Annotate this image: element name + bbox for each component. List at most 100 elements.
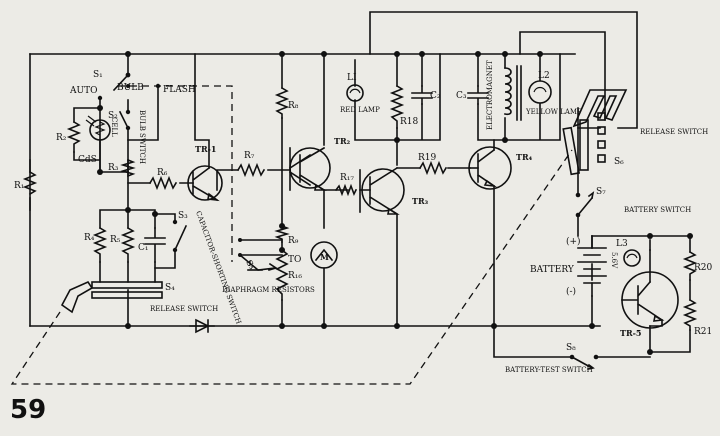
label-r18: R18 xyxy=(400,117,419,127)
top-loop-wire xyxy=(369,11,638,129)
label-r21: R21 xyxy=(694,327,712,337)
label-r16: R₁₆ xyxy=(288,271,302,281)
r17-resistor xyxy=(334,183,358,197)
inner-loop-wire xyxy=(519,31,606,121)
r6-resistor xyxy=(148,175,178,191)
label-s8: S₈ xyxy=(566,343,576,353)
tr1-transistor xyxy=(187,165,223,202)
label-c1: C₁ xyxy=(138,243,149,253)
tr4-transistor xyxy=(468,146,512,190)
capacitors xyxy=(144,85,489,263)
label-bulb: BULB xyxy=(117,83,144,93)
r4-resistor xyxy=(92,226,108,263)
r1-resistor xyxy=(22,170,38,196)
r7-resistor xyxy=(236,162,266,178)
label-tr1: TR-1 xyxy=(195,144,217,154)
tr5-transistor xyxy=(621,249,679,329)
s3-switch[interactable] xyxy=(172,219,188,253)
s8-battery-test-switch[interactable] xyxy=(569,354,599,370)
m-logo-icon xyxy=(572,89,628,128)
r5-resistor xyxy=(120,226,136,263)
label-tr2: TR₂ xyxy=(334,136,351,146)
wiring xyxy=(29,11,691,358)
label-flash: FLASH xyxy=(163,85,196,95)
label-s3: S₃ xyxy=(178,211,188,221)
label-r5: R₅ xyxy=(110,235,121,245)
s7-battery-switch[interactable] xyxy=(575,191,595,218)
battery xyxy=(577,235,607,297)
r16-resistor xyxy=(275,248,289,301)
r21-resistor xyxy=(682,298,698,331)
label-release-switch-right: RELEASE SWITCH xyxy=(640,128,708,136)
label-voltage: 5.6V xyxy=(610,252,618,269)
c1-capacitor xyxy=(144,227,166,263)
label-c2: C₂ xyxy=(430,91,441,101)
label-s4: S₄ xyxy=(165,283,175,293)
label-to: TO xyxy=(288,255,301,265)
label-r9: R₉ xyxy=(288,236,299,246)
label-r20: R20 xyxy=(694,263,713,273)
electromagnet-coil xyxy=(504,65,522,121)
label-r6: R₆ xyxy=(157,168,168,178)
label-minus: (-) xyxy=(566,286,576,297)
label-bulb-switch: BULB SWITCH xyxy=(138,110,146,164)
label-r7: R₇ xyxy=(244,151,255,161)
label-plus: (+) xyxy=(566,236,581,247)
diode xyxy=(195,318,210,334)
label-cell: CELL xyxy=(110,117,118,137)
r18-resistor xyxy=(389,84,405,129)
label-red-lamp: RED LAMP xyxy=(340,106,380,114)
label-diaphragm-resistors: DIAPHRAGM RESISTORS xyxy=(222,286,315,294)
label-r19: R19 xyxy=(418,153,437,163)
label-r3: R₃ xyxy=(108,163,119,173)
c3-capacitor xyxy=(467,85,489,105)
label-release-switch-left: RELEASE SWITCH xyxy=(150,305,218,313)
label-r1: R₁ xyxy=(14,181,24,191)
l1-red-lamp xyxy=(346,84,364,102)
label-s7: S₇ xyxy=(596,187,606,197)
junction-dots xyxy=(97,51,693,355)
label-m: M xyxy=(320,252,329,262)
label-tr4: TR₄ xyxy=(516,152,533,162)
label-tr3: TR₃ xyxy=(412,196,429,206)
label-s2: S₂ xyxy=(108,111,118,121)
r20-resistor xyxy=(682,250,698,281)
label-yellow-lamp: YELLOW LAMP xyxy=(525,108,582,116)
release-switch-left[interactable] xyxy=(60,280,163,314)
l3-lamp xyxy=(623,249,641,267)
resistors xyxy=(22,84,698,331)
label-r8: R₈ xyxy=(288,101,299,111)
s1-switch[interactable] xyxy=(97,72,161,101)
c2-capacitor xyxy=(411,85,433,105)
labels: S₁ AUTO BULB FLASH S₂ BULB SWITCH CELL C… xyxy=(14,60,713,374)
label-battery-switch: BATTERY SWITCH xyxy=(624,206,691,214)
label-l3: L3 xyxy=(616,239,628,249)
label-c3: C₃ xyxy=(456,91,467,101)
r8-resistor xyxy=(274,86,290,119)
tr2-transistor xyxy=(289,146,331,192)
label-auto: AUTO xyxy=(69,86,97,96)
r19-resistor xyxy=(418,160,448,176)
label-r4: R₄ xyxy=(84,233,95,243)
label-s6: S₆ xyxy=(614,157,624,167)
page-number: 59 xyxy=(10,395,46,425)
l2-yellow-lamp xyxy=(528,80,552,104)
label-s1: S₁ xyxy=(93,70,103,80)
label-tr5: TR-5 xyxy=(620,328,642,338)
cds-cell xyxy=(89,119,111,141)
label-l2: L2 xyxy=(538,71,550,81)
meter xyxy=(310,241,338,269)
label-l1: LI xyxy=(347,73,357,83)
label-cds: CdS xyxy=(78,155,97,165)
tr3-transistor xyxy=(361,166,405,216)
r9-resistor xyxy=(274,224,290,243)
s2-bulb-switch[interactable] xyxy=(118,99,131,131)
label-battery: BATTERY xyxy=(530,265,575,275)
label-electromagnet: ELECTROMAGNET xyxy=(486,60,494,130)
s5-diaphragm-switch[interactable] xyxy=(238,238,278,271)
mechanical-linkage xyxy=(10,85,573,385)
label-r2: R₂ xyxy=(56,133,67,143)
r3-resistor xyxy=(120,158,136,178)
